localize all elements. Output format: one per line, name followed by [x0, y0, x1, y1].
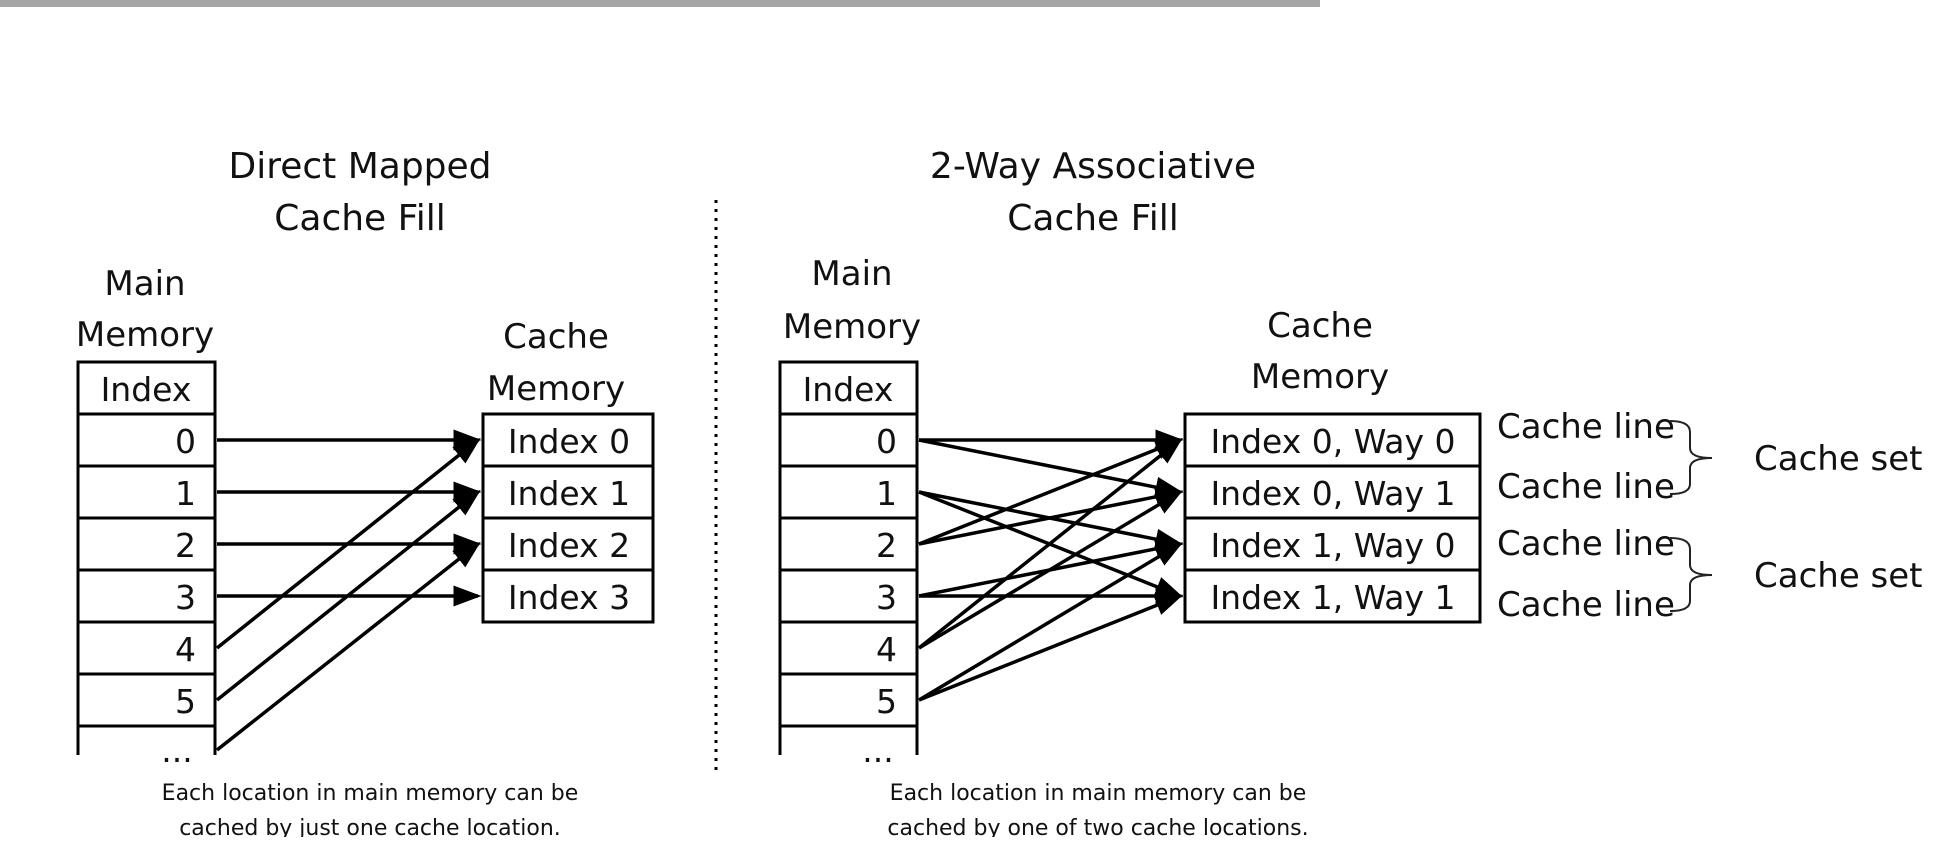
direct-cache-header-line2: Memory [487, 369, 625, 409]
twoway-title-line2: Cache Fill [1007, 198, 1179, 239]
twoway-main-row [778, 672, 919, 728]
twoway-cache-header-line2: Memory [1251, 357, 1389, 397]
twoway-cache-header-line1: Cache [1267, 306, 1373, 346]
twoway-cache-row-label: Index 0, Way 1 [1210, 474, 1455, 513]
twoway-ellipsis: ... [862, 731, 893, 770]
direct-cache-row-label: Index 0 [508, 422, 630, 461]
twoway-main-index-label: 3 [876, 578, 897, 617]
direct-cache-row-label: Index 3 [508, 578, 630, 617]
direct-main-row-open [76, 724, 217, 755]
twoway-title-line1: 2-Way Associative [930, 146, 1256, 187]
direct-mapping-arrow [215, 437, 481, 650]
twoway-cache-row-label: Index 0, Way 0 [1210, 422, 1455, 461]
direct-main-index-label: 0 [175, 422, 196, 461]
twoway-caption-line2: cached by one of two cache locations. [887, 816, 1308, 837]
twoway-main-row-open [778, 724, 919, 755]
twoway-main-header-line2: Memory [783, 307, 921, 347]
direct-main-index-label: 4 [175, 630, 196, 669]
twoway-cache-row-label: Index 1, Way 1 [1210, 578, 1455, 617]
twoway-main-row [778, 464, 919, 520]
direct-title-line1: Direct Mapped [228, 146, 491, 187]
direct-ellipsis: ... [161, 731, 192, 770]
direct-arrows [215, 429, 482, 752]
direct-mapped-panel: Direct Mapped Cache Fill Main Memory Ind… [76, 146, 655, 841]
direct-main-index-label: 5 [175, 682, 196, 721]
twoway-main-index-label: 0 [876, 422, 897, 461]
direct-cache-row [481, 568, 655, 624]
cache-set-label: Cache set [1754, 556, 1923, 596]
twoway-mapping-arrow [918, 490, 1184, 650]
twoway-main-index-label: 4 [876, 630, 897, 669]
twoway-cache-row-label: Index 1, Way 0 [1210, 526, 1455, 565]
twoway-caption-line1: Each location in main memory can be [890, 781, 1307, 806]
direct-cache-row-label: Index 2 [508, 526, 630, 565]
twoway-arrows [917, 429, 1184, 702]
twoway-mapping-arrow [917, 437, 1183, 650]
direct-mapping-arrow [215, 489, 481, 702]
direct-cache-header-line1: Cache [503, 317, 609, 357]
twoway-cache-row [1183, 412, 1482, 468]
direct-main-header-line1: Main [104, 264, 185, 304]
twoway-mapping-arrow [918, 542, 1184, 702]
twoway-cache-row [1183, 568, 1482, 624]
twoway-mapping-arrow [918, 438, 1184, 498]
twoway-index-header: Index [803, 370, 894, 409]
twoway-main-row [778, 568, 919, 624]
two-way-panel: 2-Way Associative Cache Fill Main Memory… [778, 146, 1923, 841]
cache-set-label: Cache set [1754, 439, 1923, 479]
direct-main-header-line2: Memory [76, 315, 214, 355]
direct-cache-row [481, 412, 655, 468]
twoway-cache-row [1183, 464, 1482, 520]
twoway-mapping-arrow [918, 486, 1184, 546]
cache-line-label: Cache line [1497, 467, 1675, 507]
cache-line-label: Cache line [1497, 524, 1675, 564]
direct-main-row [76, 516, 217, 572]
direct-main-index-label: 3 [175, 578, 196, 617]
direct-main-index-label: 2 [175, 526, 196, 565]
direct-mapping-arrow [215, 541, 481, 752]
twoway-main-row [778, 516, 919, 572]
direct-main-index-label: 1 [175, 474, 196, 513]
top-gray-bar [0, 0, 1320, 7]
twoway-main-index-label: 5 [876, 682, 897, 721]
direct-cache-row [481, 516, 655, 572]
cache-set-brace-1 [1669, 420, 1713, 495]
cache-set-brace-2 [1669, 537, 1713, 612]
twoway-mapping-arrow [918, 438, 1184, 546]
twoway-main-index-label: 2 [876, 526, 897, 565]
direct-caption-line2: cached by just one cache location. [179, 816, 561, 837]
direct-cache-row [481, 464, 655, 520]
twoway-main-index-label: 1 [876, 474, 897, 513]
direct-index-header: Index [101, 370, 192, 409]
direct-cache-row-label: Index 1 [508, 474, 630, 513]
direct-caption-line1: Each location in main memory can be [162, 781, 579, 806]
twoway-mapping-arrow [918, 594, 1184, 702]
cache-line-label: Cache line [1497, 407, 1675, 447]
twoway-main-header-line1: Main [811, 254, 892, 294]
direct-title-line2: Cache Fill [274, 198, 446, 239]
cache-line-label: Cache line [1497, 585, 1675, 625]
direct-main-row [76, 620, 217, 676]
